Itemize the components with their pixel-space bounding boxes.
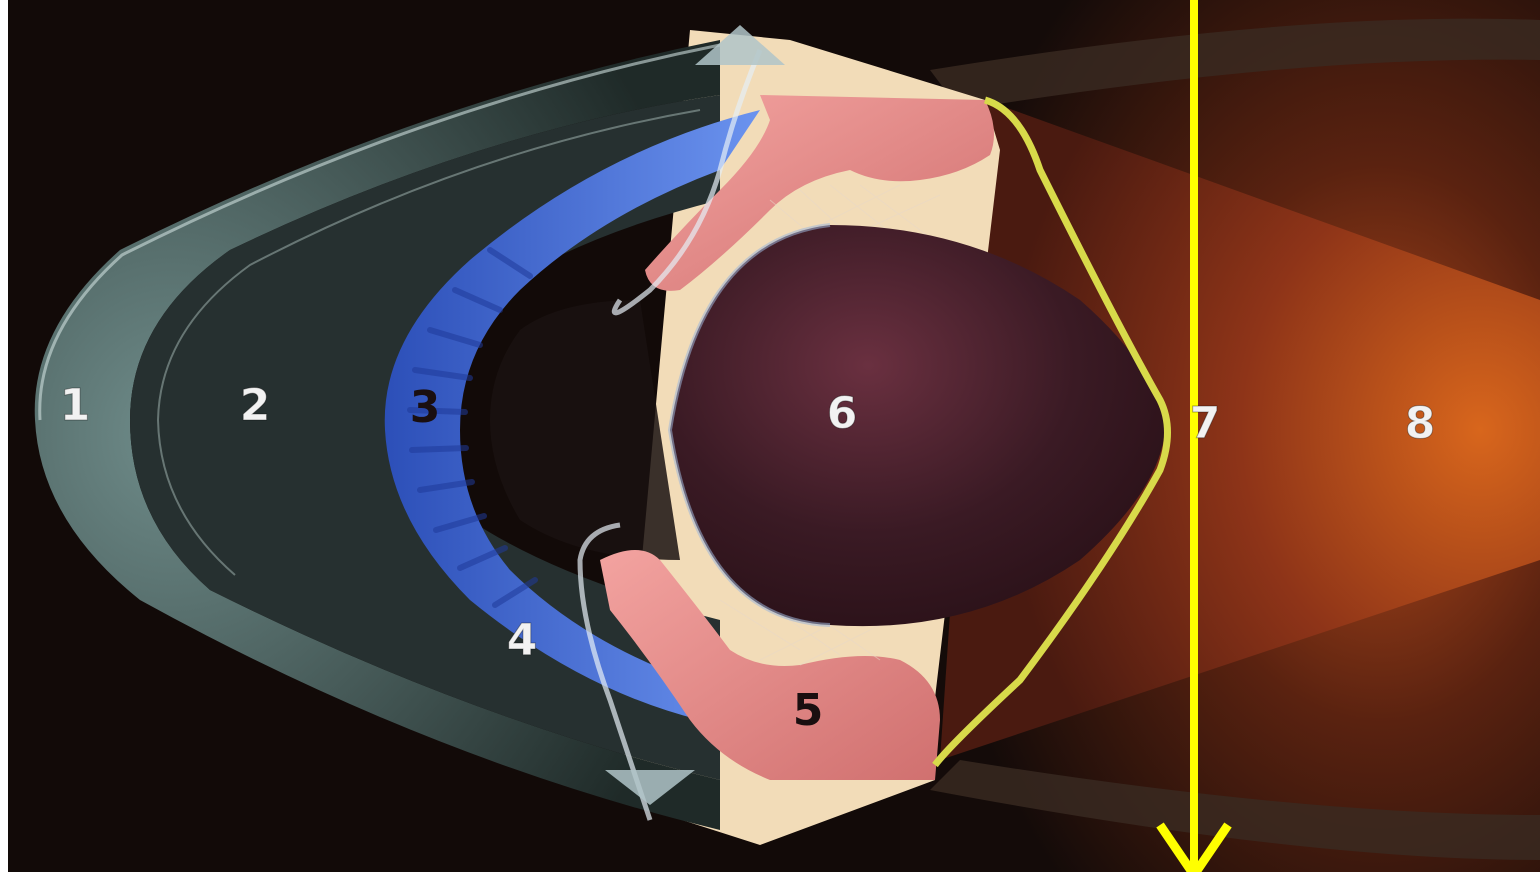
label-6: 6: [827, 388, 858, 439]
label-1: 1: [60, 380, 91, 431]
bottom-border: [0, 872, 1540, 887]
label-5: 5: [793, 685, 824, 736]
left-border: [0, 0, 8, 887]
label-8: 8: [1405, 398, 1436, 449]
label-3: 3: [410, 382, 441, 433]
label-2: 2: [240, 380, 271, 431]
label-7: 7: [1190, 398, 1221, 449]
label-4: 4: [507, 615, 538, 666]
